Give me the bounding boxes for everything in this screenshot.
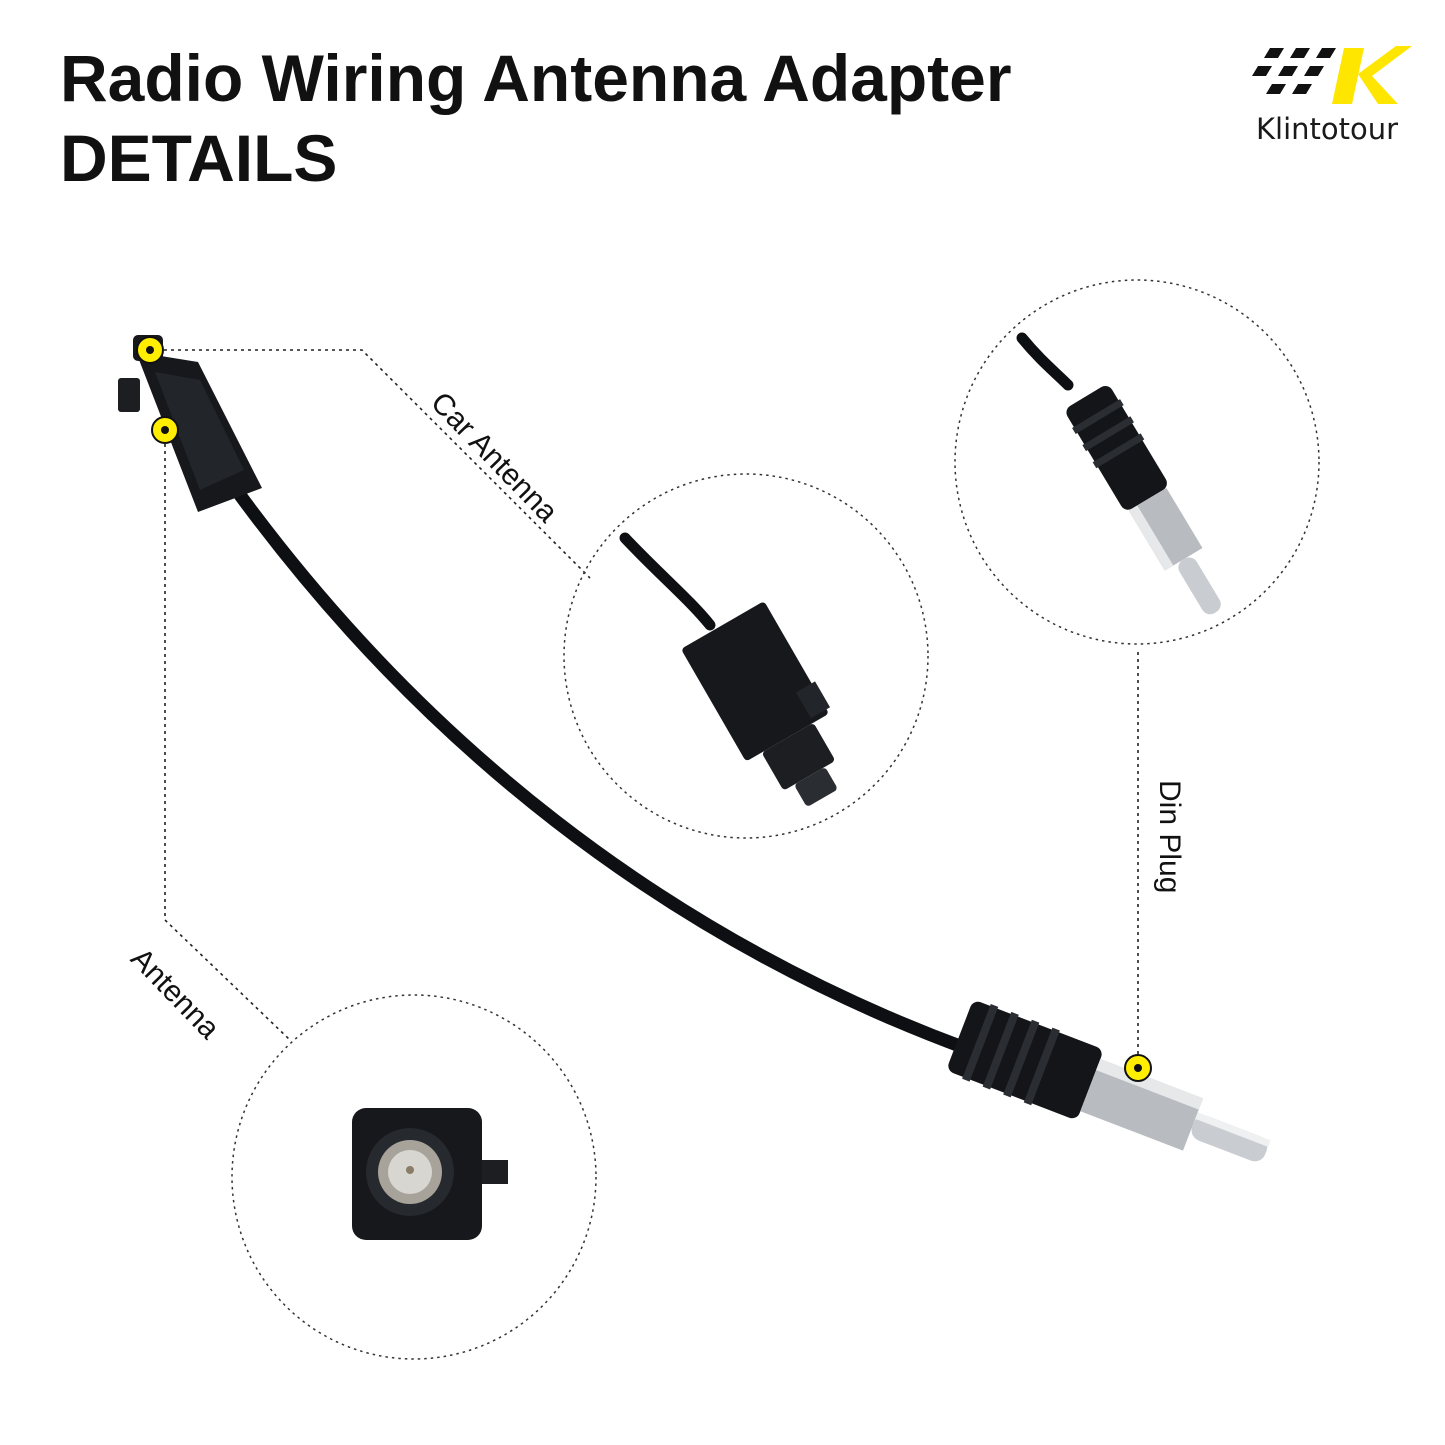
- main-cable: [233, 488, 972, 1055]
- din-plug-closeup-image: [1016, 332, 1221, 615]
- car-antenna-leader-line: [150, 349, 591, 579]
- brand-name: Klintotour: [1256, 112, 1399, 146]
- page-title: Radio Wiring Antenna Adapter DETAILS: [60, 38, 1012, 198]
- checkered-flag-k-logo-icon: [1252, 46, 1412, 104]
- page-title-line-2: DETAILS: [60, 121, 338, 195]
- page-title-line-1: Radio Wiring Antenna Adapter: [60, 41, 1012, 115]
- car-antenna-detail-circle: [563, 473, 929, 839]
- antenna-detail-circle: [231, 994, 597, 1360]
- din-plug-detail-circle: [954, 279, 1320, 645]
- antenna-socket-closeup-image: [352, 1108, 508, 1240]
- din-plug-label: Din Plug: [1153, 780, 1186, 894]
- antenna-leader-line: [164, 430, 291, 1041]
- din-plug-connector: [948, 1001, 1271, 1162]
- brand-logo: Klintotour: [1248, 40, 1418, 160]
- callout-markers: [136, 336, 1152, 1082]
- car-antenna-closeup-image: [619, 532, 837, 806]
- car-antenna-connector: [118, 335, 262, 512]
